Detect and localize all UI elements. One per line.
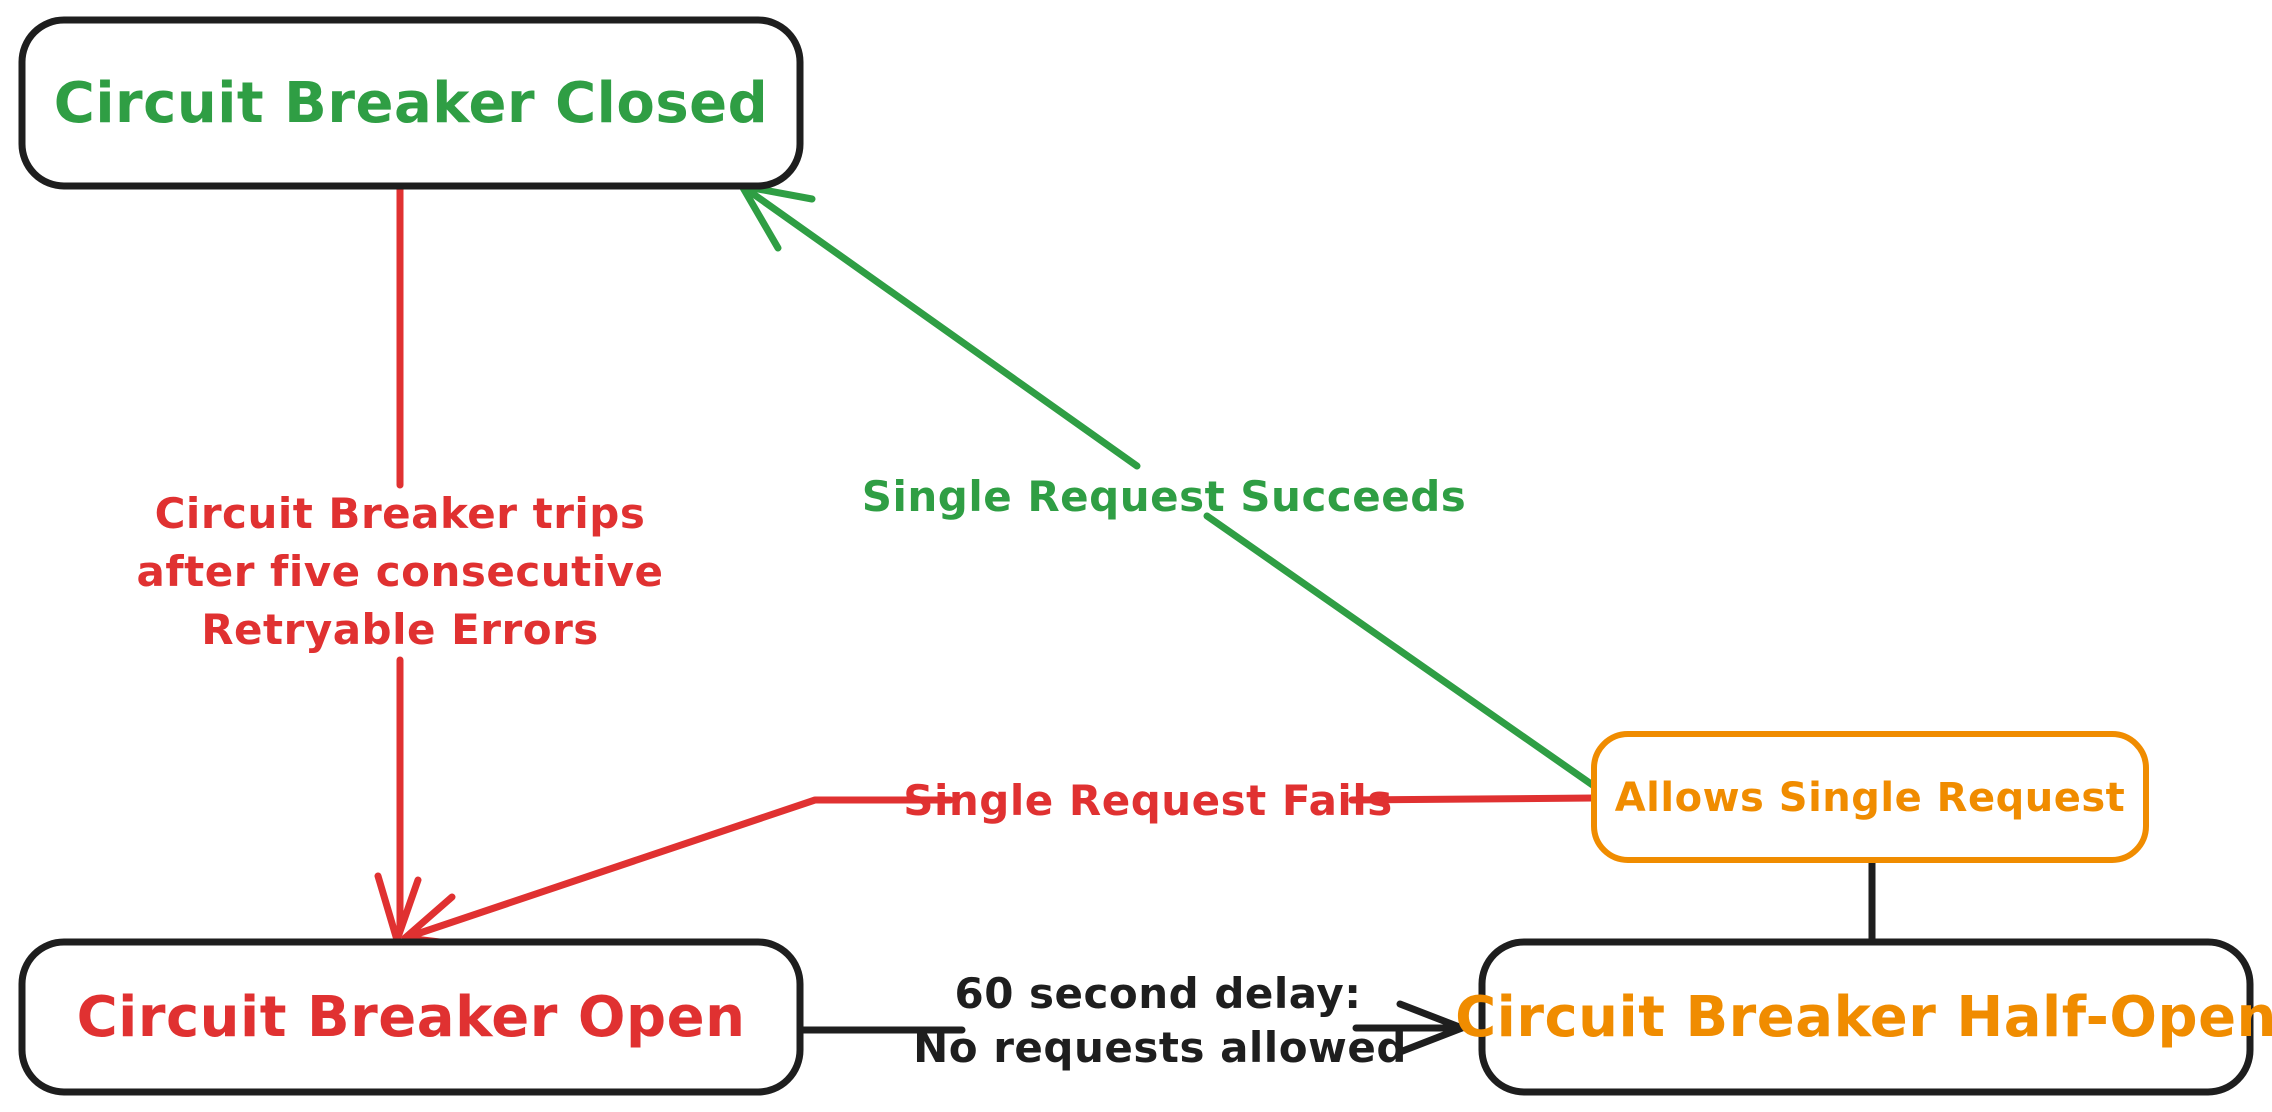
- edge-delay: 60 second delay: No requests allowed: [796, 969, 1466, 1072]
- node-half-open-label: Circuit Breaker Half-Open: [1455, 985, 2272, 1050]
- node-closed: Circuit Breaker Closed: [18, 16, 804, 190]
- edge-delay-label-line2: No requests allowed: [913, 1023, 1407, 1072]
- node-half-open: Circuit Breaker Half-Open: [1455, 938, 2272, 1096]
- node-closed-label: Circuit Breaker Closed: [54, 71, 769, 136]
- edge-trips-label-line1: Circuit Breaker trips: [155, 489, 646, 538]
- node-allows-single-request-label: Allows Single Request: [1615, 775, 2126, 821]
- edge-fails-label: Single Request Fails: [903, 776, 1392, 825]
- edge-succeeds-label: Single Request Succeeds: [862, 472, 1467, 521]
- edge-fails-line: [401, 794, 1598, 949]
- node-allows-single-request: Allows Single Request: [1591, 731, 2149, 863]
- edge-fails: Single Request Fails: [401, 776, 1598, 949]
- edge-trips-label-line2: after five consecutive: [137, 547, 664, 596]
- node-half-open-box: [1478, 938, 2254, 1096]
- edge-trips: Circuit Breaker trips after five consecu…: [137, 184, 664, 944]
- edge-delay-line: [796, 1000, 1466, 1056]
- edge-trips-label-line3: Retryable Errors: [201, 605, 599, 654]
- edge-succeeds-line: [738, 182, 1598, 790]
- edge-delay-label-line1: 60 second delay:: [954, 969, 1361, 1018]
- node-closed-box: [18, 16, 804, 190]
- node-open-label: Circuit Breaker Open: [77, 985, 746, 1050]
- edge-trips-line: [374, 184, 422, 944]
- node-open: Circuit Breaker Open: [18, 938, 804, 1096]
- node-open-box: [18, 938, 804, 1096]
- edge-succeeds: Single Request Succeeds: [738, 182, 1598, 790]
- node-allows-single-request-box: [1591, 731, 2149, 863]
